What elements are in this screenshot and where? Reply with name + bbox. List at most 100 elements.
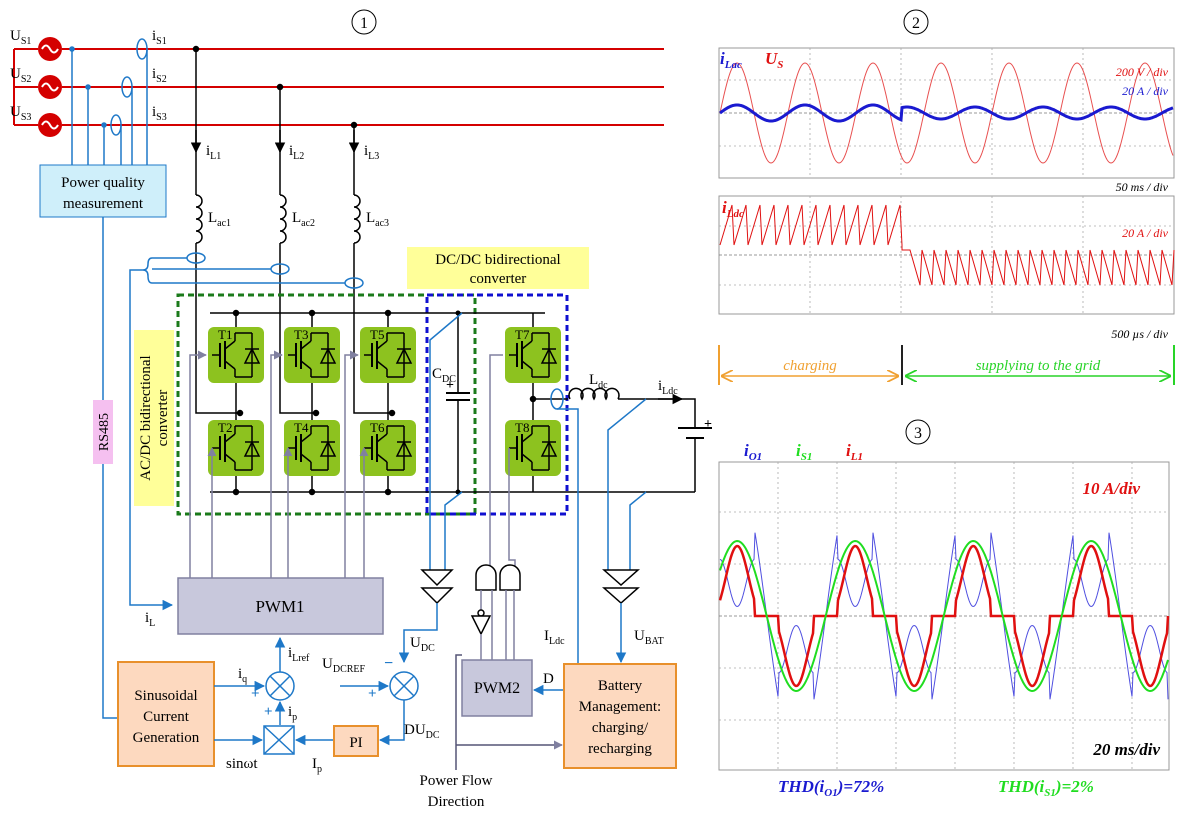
dc-bus bbox=[210, 309, 695, 496]
svg-text:1: 1 bbox=[360, 15, 368, 32]
rs485-label: RS485 bbox=[93, 400, 113, 464]
load-branches bbox=[192, 45, 358, 195]
scope-bottom-io1: iO1 bbox=[744, 441, 762, 463]
pi-block: PI bbox=[333, 725, 379, 757]
label-lac1: Lac1 bbox=[208, 210, 231, 229]
svg-text:converter: converter bbox=[470, 271, 527, 287]
svg-text:converter: converter bbox=[155, 390, 171, 447]
igbt-t7: T7 bbox=[504, 326, 562, 384]
label-udcref: UDCREF bbox=[322, 656, 366, 675]
label-Ip: Ip bbox=[312, 756, 322, 775]
svg-text:T6: T6 bbox=[370, 420, 385, 435]
sinusoidal-block: Sinusoidal Current Generation bbox=[117, 661, 215, 767]
scope-bottom-il1: iL1 bbox=[846, 441, 863, 463]
svg-text:T4: T4 bbox=[294, 420, 309, 435]
acdc-box bbox=[176, 293, 477, 516]
power-quality-box: Power quality measurement bbox=[39, 164, 167, 218]
svg-text:Current: Current bbox=[143, 709, 190, 725]
label-il1: iL1 bbox=[206, 143, 221, 162]
source-us1 bbox=[14, 37, 62, 61]
label-us3: US3 bbox=[10, 104, 31, 123]
label-us2: US2 bbox=[10, 66, 31, 85]
label-is3: iS3 bbox=[152, 104, 167, 123]
source-us3 bbox=[14, 113, 62, 137]
label-il3: iL3 bbox=[364, 143, 379, 162]
pq-wires bbox=[69, 46, 148, 165]
inductor-lac2 bbox=[279, 194, 287, 244]
grid-lines bbox=[62, 48, 664, 126]
phase-indicators bbox=[718, 345, 1175, 385]
sum1-plus-bottom: + bbox=[264, 704, 273, 720]
bridge-current-sensors bbox=[129, 252, 364, 611]
scope-top bbox=[718, 47, 1175, 179]
battery-sense bbox=[557, 398, 647, 676]
phase-charging: charging bbox=[783, 358, 837, 374]
pwm2-block: PWM2 bbox=[461, 659, 533, 717]
label-us1: US1 bbox=[10, 28, 31, 47]
svg-text:T7: T7 bbox=[515, 327, 530, 342]
svg-text:Generation: Generation bbox=[133, 730, 200, 746]
dcdc-box bbox=[425, 293, 569, 516]
load-current-arrows bbox=[190, 130, 360, 154]
label-sinwt: sinωt bbox=[226, 756, 258, 772]
scope-top-scale-a: 20 A / div bbox=[1122, 84, 1169, 98]
label-is1: iS1 bbox=[152, 28, 167, 47]
sum2-minus: − bbox=[384, 655, 393, 672]
battery-management-block: Battery Management: charging/ recharging bbox=[563, 663, 677, 769]
svg-text:T1: T1 bbox=[218, 327, 232, 342]
label-dudc: DUDC bbox=[404, 722, 440, 741]
label-ilref: iLref bbox=[288, 645, 310, 664]
label-il2: iL2 bbox=[289, 143, 304, 162]
section-marker-2: 2 bbox=[903, 9, 929, 35]
svg-text:DC/DC bidirectional: DC/DC bidirectional bbox=[435, 252, 560, 268]
phase-supplying: supplying to the grid bbox=[976, 358, 1101, 374]
igbt-t5: T5 bbox=[359, 326, 417, 384]
svg-text:Battery: Battery bbox=[598, 678, 643, 694]
scope-mid-time: 500 µs / div bbox=[1111, 327, 1168, 341]
label-ldc: Ldc bbox=[589, 372, 608, 391]
svg-text:recharging: recharging bbox=[588, 741, 652, 757]
svg-text:AC/DC bidirectional: AC/DC bidirectional bbox=[138, 355, 154, 480]
igbt-t8: T8 bbox=[504, 419, 562, 477]
label-is2: iS2 bbox=[152, 66, 167, 85]
scope-bottom-scale: 10 A/div bbox=[1083, 479, 1141, 498]
igbt-t6: T6 bbox=[359, 419, 417, 477]
inductor-to-bridge bbox=[195, 243, 396, 417]
igbt-t2: T2 bbox=[207, 419, 265, 477]
svg-text:PI: PI bbox=[349, 735, 362, 751]
rs485-wire bbox=[102, 217, 118, 719]
scope-bottom-time: 20 ms/div bbox=[1092, 740, 1160, 759]
scope-bottom bbox=[718, 461, 1170, 771]
scope-top-scale-v: 200 V / div bbox=[1116, 65, 1169, 79]
svg-text:Management:: Management: bbox=[579, 699, 661, 715]
sum2-plus: + bbox=[368, 686, 377, 702]
igbt-t4: T4 bbox=[283, 419, 341, 477]
is1-trace bbox=[719, 539, 1169, 693]
svg-text:T2: T2 bbox=[218, 420, 232, 435]
igbt-t3: T3 bbox=[283, 326, 341, 384]
udc-sum-junction bbox=[340, 671, 419, 746]
label-lac3: Lac3 bbox=[366, 210, 389, 229]
us-trace bbox=[719, 62, 1174, 164]
acdc-label: AC/DC bidirectional converter bbox=[134, 330, 174, 506]
label-ubat: UBAT bbox=[634, 628, 664, 647]
inductor-lac1 bbox=[195, 194, 203, 244]
power-flow-line1: Power Flow bbox=[420, 773, 493, 789]
iref-sum-junction bbox=[214, 636, 295, 725]
battery-plus: + bbox=[704, 417, 712, 432]
label-d: D bbox=[543, 671, 554, 687]
label-ip: ip bbox=[288, 704, 297, 723]
svg-text:PWM1: PWM1 bbox=[255, 597, 304, 616]
scope-top-time: 50 ms / div bbox=[1116, 180, 1169, 194]
scope-mid-scale: 20 A / div bbox=[1122, 226, 1169, 240]
thd-io1: THD(iO1)=72% bbox=[778, 777, 884, 799]
capacitor-cdc: + bbox=[446, 310, 470, 495]
pwm1-gate-lines bbox=[189, 350, 369, 578]
svg-text:3: 3 bbox=[914, 425, 922, 442]
udc-sense bbox=[398, 312, 463, 664]
svg-text:T5: T5 bbox=[370, 327, 384, 342]
pq-line1: Power quality bbox=[61, 175, 145, 191]
sum1-plus-left: + bbox=[251, 686, 260, 702]
label-lac2: Lac2 bbox=[292, 210, 315, 229]
